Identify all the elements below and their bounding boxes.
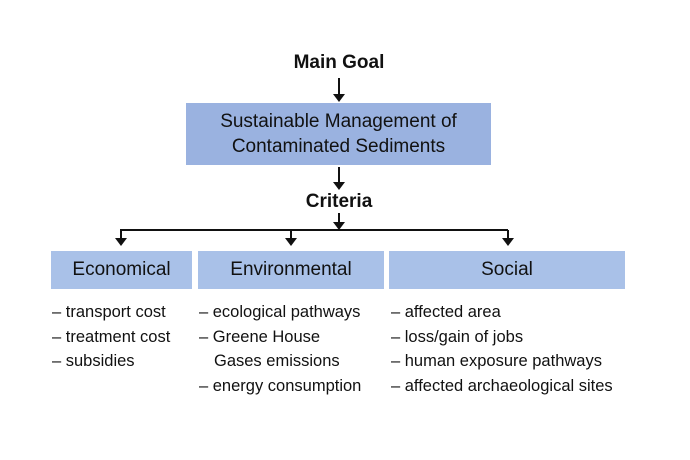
list-item: – affected area [391, 303, 501, 321]
main-goal-box: Sustainable Management of Contaminated S… [186, 103, 491, 165]
main-goal-line-1: Sustainable Management of [220, 111, 457, 132]
bullet-list-economical: – transport cost – treatment cost – subs… [52, 300, 170, 374]
main-goal-heading: Main Goal [293, 52, 385, 73]
arrowhead-branch [333, 222, 345, 230]
list-item: – ecological pathways [199, 303, 361, 321]
criterion-box-social: Social [389, 251, 625, 289]
bullet-list-environmental: – ecological pathways – Greene House Gas… [199, 300, 361, 398]
bullet-list-social: – affected area – loss/gain of jobs – hu… [391, 300, 613, 398]
list-item: – transport cost [52, 303, 166, 321]
list-item: – energy consumption [199, 376, 362, 395]
arrowhead-goal [333, 94, 345, 102]
list-item-continuation: Gases emissions [214, 352, 340, 370]
criterion-box-economical: Economical [51, 251, 192, 289]
arrowhead-criteria [333, 182, 345, 190]
list-item: – Greene House [199, 327, 321, 346]
criterion-title-environmental: Environmental [230, 259, 352, 280]
criteria-heading: Criteria [305, 191, 373, 212]
list-item: – loss/gain of jobs [391, 327, 524, 346]
arrowhead-economical [115, 238, 127, 246]
list-item: – human exposure pathways [391, 352, 602, 370]
list-item: – subsidies [52, 352, 135, 370]
list-item: – treatment cost [52, 327, 171, 346]
list-item: – affected archaeological sites [391, 376, 613, 395]
criterion-box-environmental: Environmental [198, 251, 384, 289]
criterion-title-economical: Economical [72, 259, 171, 280]
arrowhead-social [502, 238, 514, 246]
main-goal-line-2: Contaminated Sediments [231, 136, 446, 157]
criterion-title-social: Social [481, 259, 533, 280]
arrowhead-environmental [285, 238, 297, 246]
